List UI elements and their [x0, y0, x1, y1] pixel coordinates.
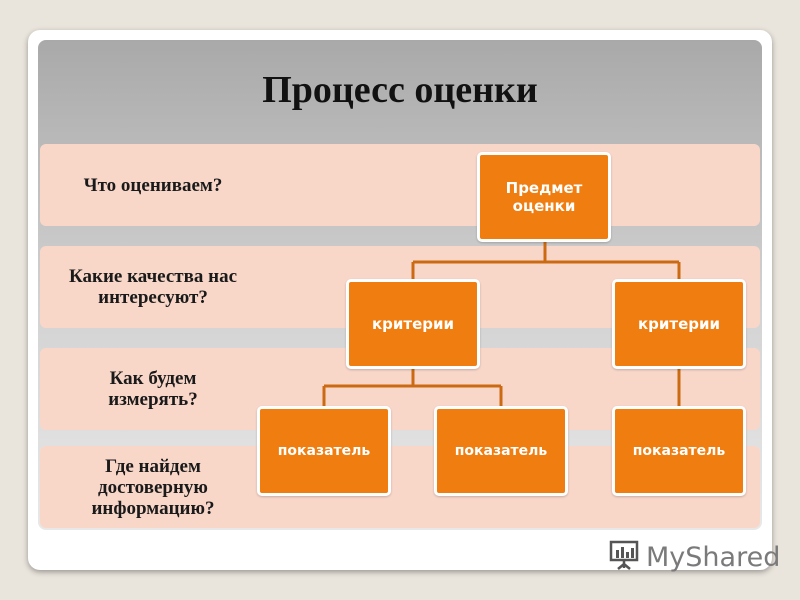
- chart-board-icon: [608, 538, 642, 577]
- slide-title: Процесс оценки: [262, 69, 538, 111]
- row-question-2: Какие качества нас интересуют?: [68, 266, 238, 308]
- criteria-node-1: критерии: [346, 279, 480, 369]
- criteria-node-2: критерии: [612, 279, 746, 369]
- connector-criteria1-to-indicators: [322, 367, 503, 408]
- indicator-node-3: показатель: [612, 406, 746, 496]
- row-band-1: [40, 144, 760, 226]
- indicator-node-2: показатель: [434, 406, 568, 496]
- indicator-node-1: показатель: [257, 406, 391, 496]
- row-question-3: Как будем измерять?: [108, 368, 198, 410]
- row-question-4: Где найдем достоверную информацию?: [91, 455, 215, 519]
- root-node: Предмет оценки: [477, 152, 611, 242]
- watermark-logo: MyShared: [608, 538, 780, 577]
- watermark-text: MyShared: [646, 542, 781, 573]
- row-question-1: Что оцениваем?: [83, 174, 223, 196]
- connector-root-to-criteria: [411, 242, 681, 281]
